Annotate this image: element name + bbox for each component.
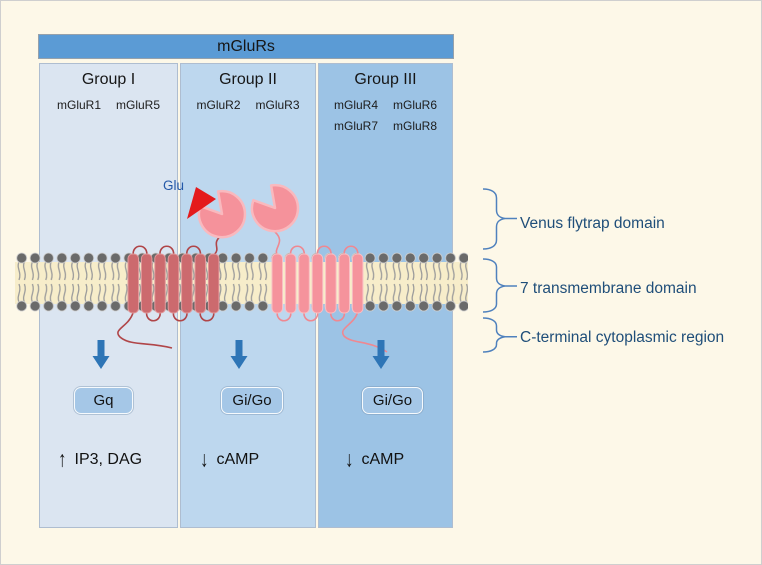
group3-receptors-row1: mGluR4 mGluR6 [319, 98, 452, 112]
curly-bracket-venus-flytrap [482, 188, 517, 250]
label-c-terminal-cytoplasmic-region: C-terminal cytoplasmic region [520, 329, 725, 346]
effect-label-group2: cAMP [216, 451, 260, 468]
receptor-label-mglur7: mGluR7 [333, 119, 378, 133]
receptor-label-mglur8: mGluR8 [393, 119, 438, 133]
receptor-label-mglur4: mGluR4 [333, 98, 378, 112]
figure-title: mGluRs [217, 37, 275, 55]
curly-bracket-c-terminal [482, 317, 517, 353]
g-protein-box-gq: Gq [74, 387, 133, 414]
glutamate-label: Glu [163, 178, 185, 193]
receptor-label-mglur2: mGluR2 [196, 98, 241, 112]
group3-receptors-row2: mGluR7 mGluR8 [319, 119, 452, 133]
effect-group1: ↑ IP3, DAG [58, 447, 143, 472]
group1-receptors: mGluR1 mGluR5 [40, 98, 177, 112]
label-venus-flytrap-domain: Venus flytrap domain [520, 215, 665, 232]
figure-title-bar: mGluRs [38, 34, 454, 59]
domain-brackets [482, 188, 517, 353]
g-protein-box-gigo-group3: Gi/Go [362, 387, 423, 414]
effect-label-group3: cAMP [361, 451, 405, 468]
group3-title: Group III [354, 71, 417, 88]
effect-group3: ↓ cAMP [345, 447, 405, 472]
up-arrow-icon: ↑ [58, 447, 67, 472]
effect-label-group1: IP3, DAG [74, 451, 143, 468]
effect-group2: ↓ cAMP [200, 447, 260, 472]
group1-title: Group I [81, 71, 136, 88]
label-7-transmembrane-domain: 7 transmembrane domain [520, 280, 697, 297]
curly-bracket-transmembrane [482, 258, 517, 313]
receptor-label-mglur6: mGluR6 [393, 98, 438, 112]
group2-receptors: mGluR2 mGluR3 [181, 98, 315, 112]
down-arrow-icon: ↓ [200, 447, 209, 472]
receptor-label-mglur3: mGluR3 [255, 98, 300, 112]
g-protein-box-gigo-group2: Gi/Go [221, 387, 283, 414]
receptor-label-mglur1: mGluR1 [56, 98, 101, 112]
group2-title: Group II [219, 71, 277, 88]
receptor-label-mglur5: mGluR5 [116, 98, 161, 112]
down-arrow-icon: ↓ [345, 447, 354, 472]
